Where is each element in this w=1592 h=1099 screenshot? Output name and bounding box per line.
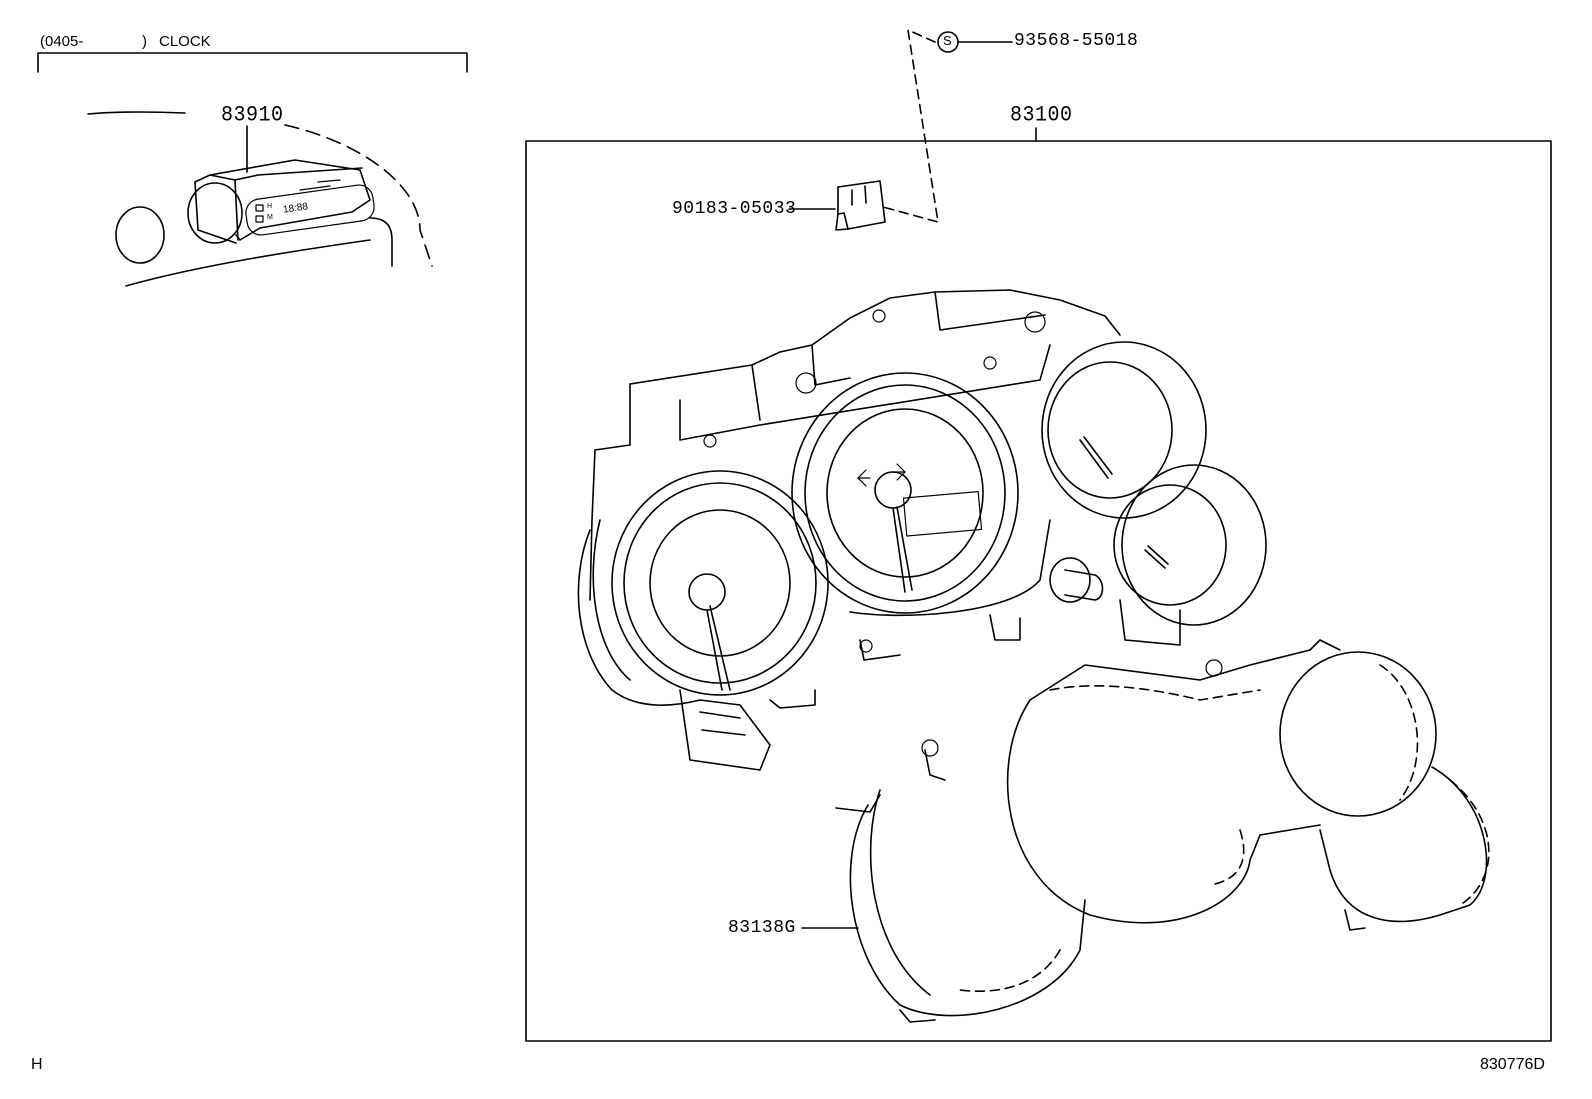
dashboard-outline: [87, 111, 433, 287]
part-label-83138G: 83138G: [728, 918, 796, 938]
part-label-90183-05033: 90183-05033: [672, 199, 797, 219]
clock-section-bracket: [37, 52, 468, 73]
combination-meter: [577, 289, 1267, 771]
meter-glass: [835, 639, 1490, 1023]
screw-symbol-group: [882, 29, 1013, 223]
cluster-box: [525, 127, 1552, 1042]
drawing-id: 830776D: [1480, 1056, 1545, 1073]
part-label-83910: 83910: [221, 102, 284, 129]
screw-symbol-letter: S: [943, 33, 952, 48]
clock-button-m: M: [267, 214, 273, 221]
clock-section-code: (0405-: [40, 33, 84, 50]
part-label-93568-55018: 93568-55018: [1014, 31, 1139, 51]
clock-button-h: H: [267, 203, 273, 210]
clock-section-paren: ): [142, 33, 147, 50]
clip-part: [788, 180, 886, 231]
footer-left-mark: H: [31, 1056, 43, 1073]
part-label-83100: 83100: [1010, 102, 1073, 129]
clock-unit: [194, 159, 375, 244]
clock-section-title: CLOCK: [159, 33, 211, 50]
